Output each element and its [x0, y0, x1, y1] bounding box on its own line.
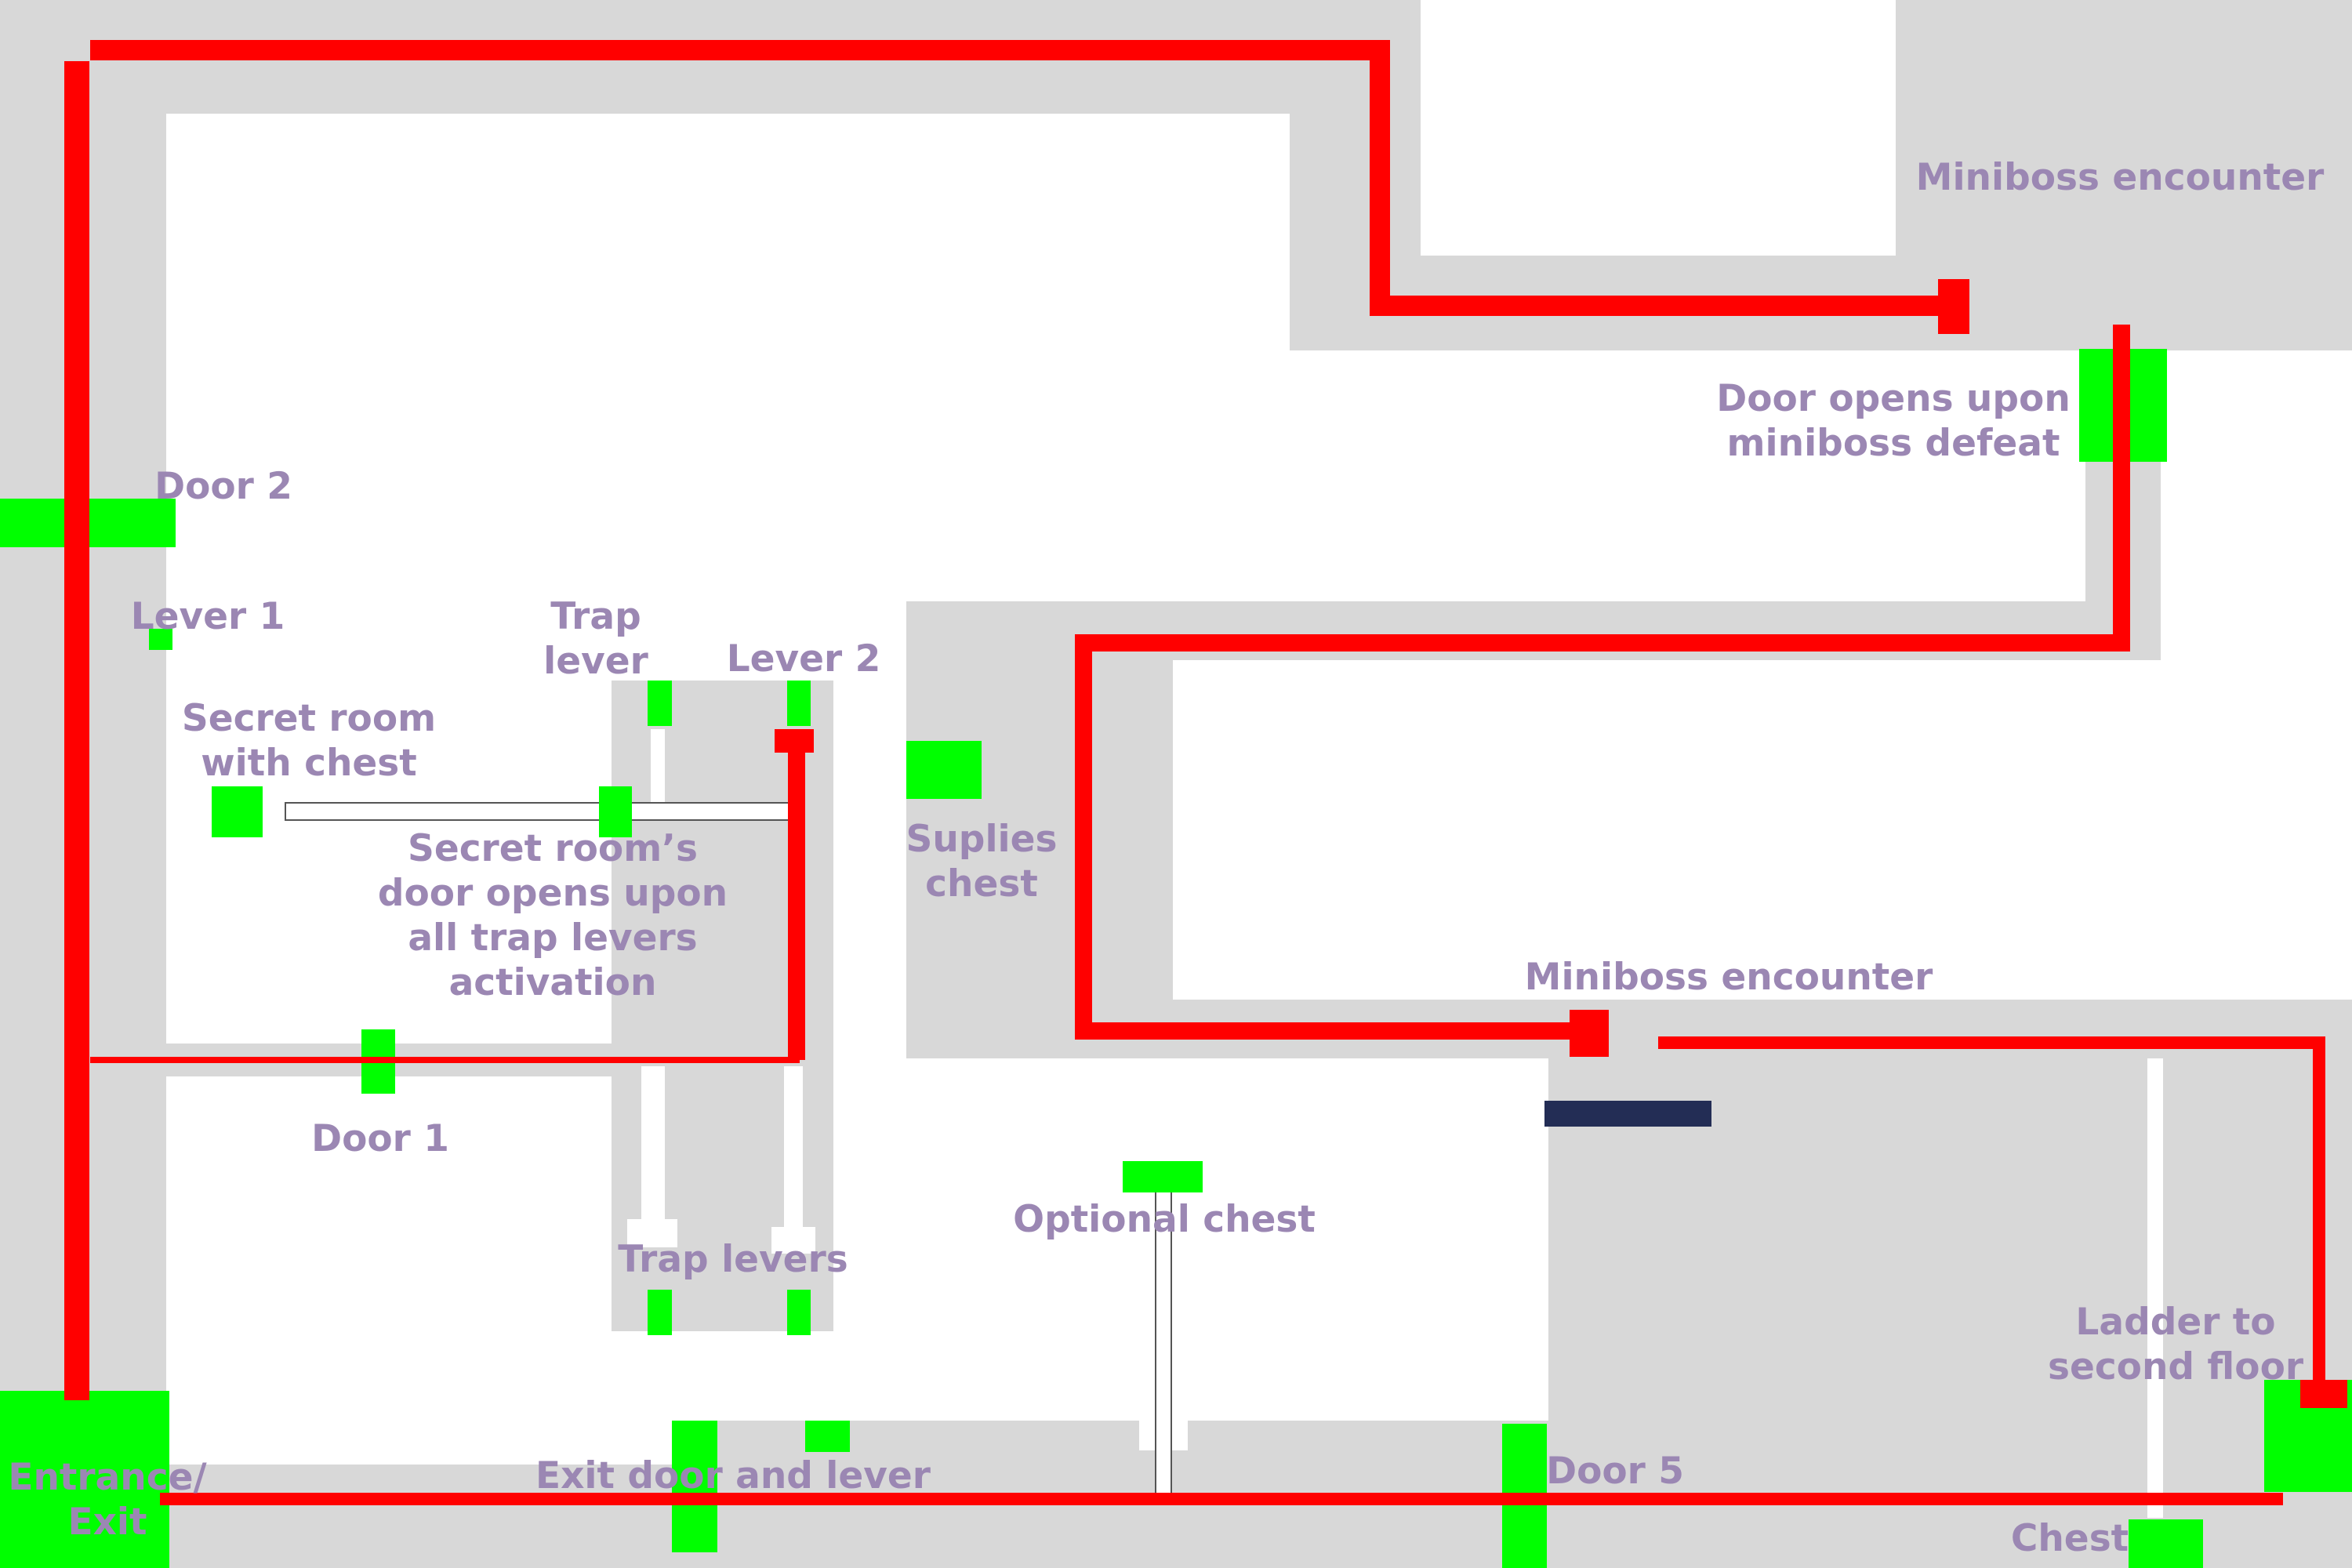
- route-segment: [1075, 325, 2130, 1040]
- label-optional-chest: Optional chest: [1013, 1198, 1316, 1241]
- label-lever-1: Lever 1: [130, 595, 285, 638]
- gap: [771, 1227, 815, 1254]
- trap-lever[interactable]: [648, 681, 672, 726]
- exit-door[interactable]: [672, 1421, 717, 1552]
- gap: [784, 1066, 803, 1227]
- label-exit-door: Exit door and lever: [535, 1454, 931, 1497]
- label-secret-door: Secret room’s door opens upon all trap l…: [377, 827, 728, 1004]
- entrance-exit[interactable]: [0, 1391, 169, 1568]
- bottom-corridor: [166, 1465, 717, 1568]
- secret-passage: [285, 802, 789, 821]
- secret-room-chest[interactable]: [212, 786, 263, 837]
- label-miniboss-mid: Miniboss encounter: [1524, 956, 1933, 999]
- route-end-marker: [1938, 279, 1969, 334]
- trap-lever-secret[interactable]: [599, 786, 632, 837]
- lower-right-room: [1548, 1058, 2352, 1568]
- gap: [651, 729, 665, 815]
- label-ladder: Ladder to second floor: [2047, 1301, 2304, 1388]
- gap: [2147, 1058, 2163, 1518]
- route-segment: [1658, 1036, 2325, 1399]
- miniboss-blocker: [1544, 1101, 1711, 1127]
- lever-2[interactable]: [787, 681, 811, 726]
- supplies-chest[interactable]: [906, 741, 982, 799]
- label-supplies-chest: Suplies chest: [906, 818, 1058, 906]
- route-segment: [90, 40, 1944, 316]
- label-trap-lever: Trap lever: [543, 595, 648, 683]
- west-hall: [906, 660, 1173, 1058]
- label-secret-room: Secret room with chest: [181, 697, 437, 785]
- trap-lever-bottom-2[interactable]: [787, 1290, 811, 1335]
- label-lever-2: Lever 2: [726, 637, 881, 681]
- chest[interactable]: [2129, 1519, 2203, 1568]
- wall-gaps: [627, 729, 2163, 1518]
- exit-lever[interactable]: [805, 1421, 850, 1452]
- label-door-5: Door 5: [1546, 1450, 1684, 1493]
- trap-corridor-shelf: [612, 964, 742, 1049]
- lever-1[interactable]: [149, 629, 172, 650]
- gap: [641, 1066, 665, 1227]
- label-door-1: Door 1: [311, 1117, 449, 1160]
- optional-chest[interactable]: [1123, 1161, 1203, 1192]
- label-miniboss-top: Miniboss encounter: [1915, 156, 2325, 199]
- label-chest: Chest: [2010, 1517, 2129, 1560]
- label-door-2: Door 2: [154, 465, 292, 508]
- route-end-marker: [1570, 1010, 1609, 1057]
- label-entrance: Entrance/ Exit: [8, 1456, 207, 1544]
- label-trap-levers: Trap levers: [618, 1238, 848, 1281]
- gap: [627, 1219, 677, 1247]
- miniboss-room-top: [1896, 0, 2352, 350]
- route-end-marker: [2300, 1380, 2347, 1408]
- route-path: [64, 40, 2347, 1505]
- label-door-miniboss: Door opens upon miniboss defeat: [1716, 377, 2071, 465]
- trap-lever-bottom-1[interactable]: [648, 1290, 672, 1335]
- route-end-marker: [775, 729, 814, 753]
